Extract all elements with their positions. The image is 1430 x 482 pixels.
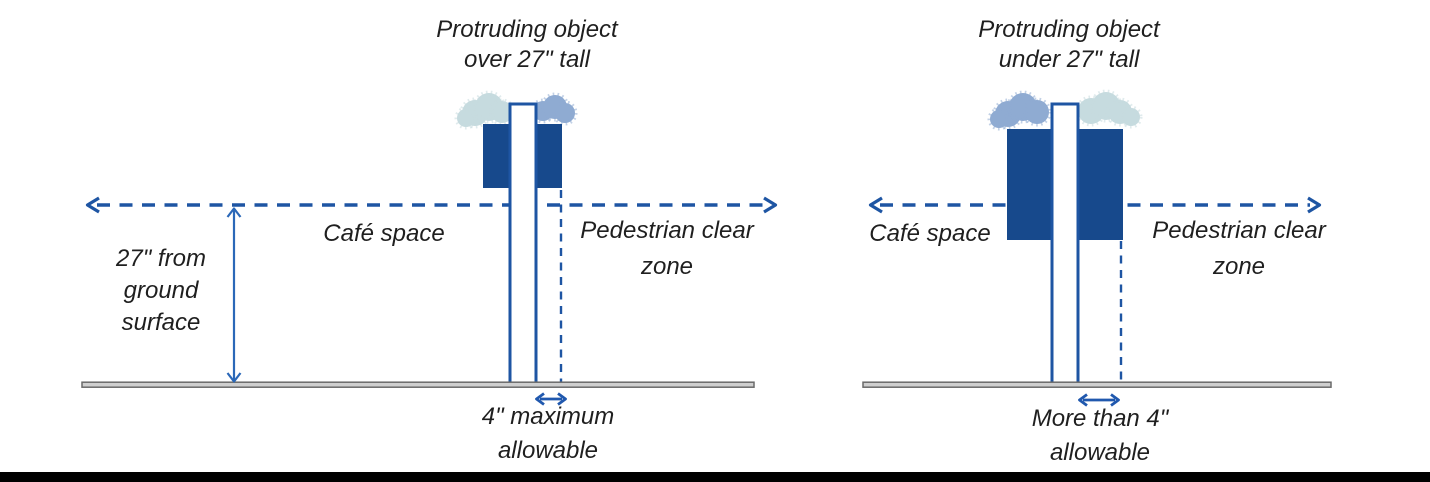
arrow-right-icon [1110,393,1120,407]
post [1050,102,1080,386]
title-line: Protruding object [436,16,618,43]
protrusion-measure-arrow [535,392,567,406]
caption-line: allowable [1049,439,1151,466]
plant-foliage-icon [987,90,1052,131]
zone-label-line: zone [640,253,694,280]
height-measure-arrow [226,207,242,383]
diagram-title-over-27: Protruding object over 27" tall [377,15,677,75]
zone-label-line: zone [1212,253,1266,280]
pedestrian-clear-zone-label: Pedestrian clear zone [1119,213,1359,285]
arrow-right-icon [1307,196,1322,214]
arrow-left-icon [85,196,100,214]
diagram-title-under-27: Protruding object under 27" tall [919,15,1219,75]
post [508,102,538,386]
arrow-right-icon [557,392,567,406]
title-line: Protruding object [978,16,1160,43]
plant-foliage-icon [530,92,578,126]
height-label-line: ground [123,277,199,304]
arrow-down-icon [226,372,242,383]
height-boundary-dashed-line-left [85,196,778,214]
bottom-bar [0,472,1430,482]
plant-foliage-icon [454,90,516,130]
pedestrian-clear-zone-label: Pedestrian clear zone [547,213,787,285]
protrusion-measure-arrow [1078,393,1120,407]
zone-label-line: Pedestrian clear [1152,217,1326,244]
ground-line [862,381,1332,388]
protrusion-allowance-caption: More than 4" allowable [980,402,1220,470]
caption-line: allowable [497,437,599,464]
cafe-space-label: Café space [323,220,445,247]
height-label-line: surface [121,309,201,336]
caption-line: 4" maximum [481,403,615,430]
zone-label-line: Pedestrian clear [580,217,754,244]
height-dimension-label: 27" from ground surface [71,243,251,339]
title-line: under 27" tall [998,46,1140,73]
arrow-up-icon [226,207,242,218]
arrow-right-icon [763,196,778,214]
ground-line [81,381,755,388]
arrow-left-icon [868,196,883,214]
cafe-space-label: Café space [869,220,991,247]
title-line: over 27" tall [464,46,590,73]
protrusion-allowance-caption: 4" maximum allowable [428,400,668,468]
arrow-left-icon [1078,393,1088,407]
height-label-line: 27" from [116,245,206,272]
arrow-left-icon [535,392,545,406]
caption-line: More than 4" [1031,405,1169,432]
plant-foliage-icon [1075,89,1143,129]
